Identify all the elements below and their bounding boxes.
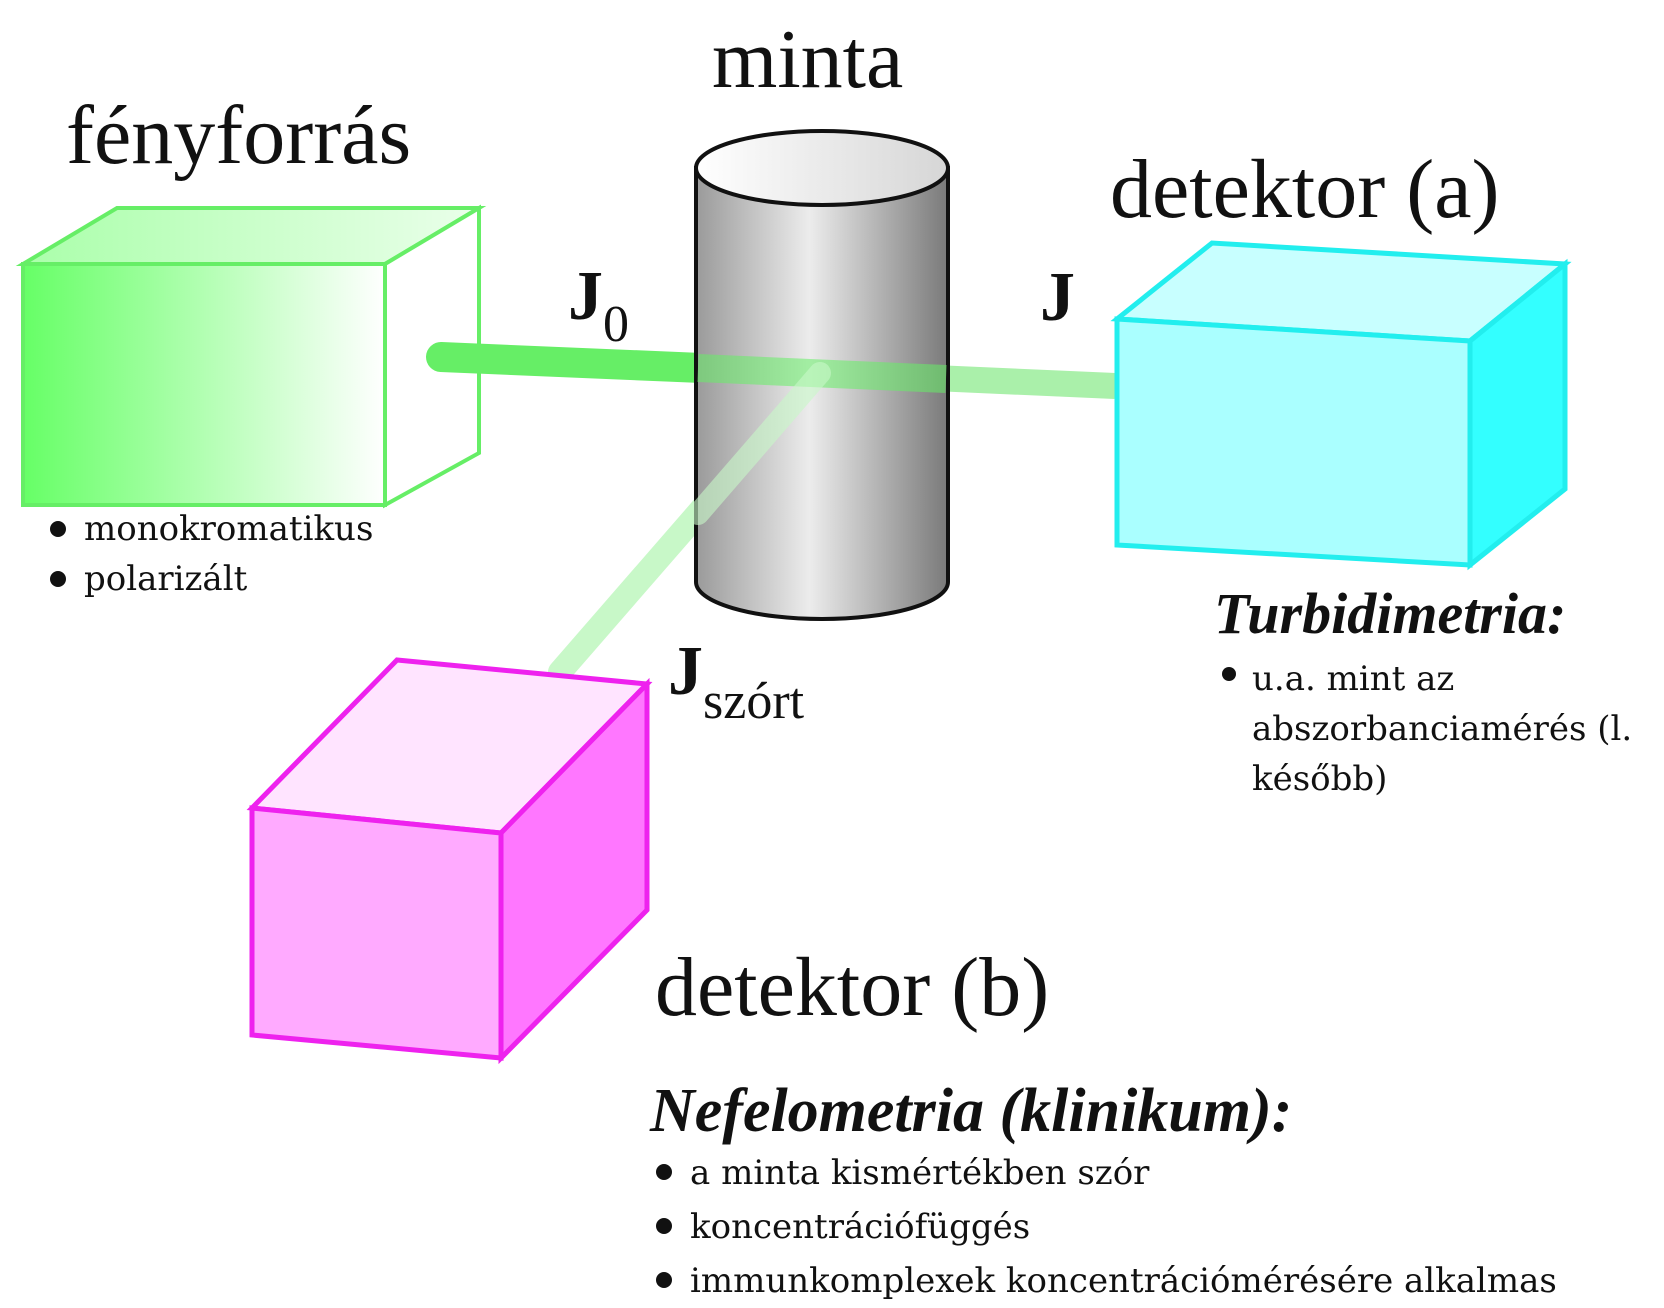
list-item: monokromatikus: [50, 504, 373, 554]
bullet-icon: [1222, 667, 1236, 681]
bullet-icon: [656, 1164, 672, 1180]
turbidimetria-list: u.a. mint az abszorbanciamérés (l. későb…: [1222, 654, 1632, 804]
bullet-icon: [50, 521, 66, 537]
list-item: u.a. mint az: [1222, 654, 1632, 704]
j0-subscript: 0: [603, 296, 629, 353]
j-scattered-subscript: szórt: [703, 673, 805, 730]
scatter-origin: [687, 362, 831, 525]
source-properties-list: monokromatikus polarizált: [50, 504, 373, 604]
list-item: koncentrációfüggés: [656, 1200, 1557, 1254]
detector-b-box: [246, 657, 653, 1065]
nefelometria-list: a minta kismértékben szór koncentrációfü…: [656, 1146, 1557, 1308]
list-item: immunkomplexek koncentrációmérésére alka…: [656, 1254, 1557, 1308]
turbidimetria-heading: Turbidimetria:: [1214, 581, 1567, 646]
j-scattered-symbol: Jszórt: [668, 637, 804, 728]
list-continuation: abszorbanciamérés (l.: [1252, 709, 1633, 749]
light-source-label: fényforrás: [66, 89, 412, 182]
bullet-icon: [656, 1272, 672, 1288]
bullet-icon: [50, 571, 66, 587]
detector-a-label: detektor (a): [1110, 143, 1500, 236]
j0-main: J: [568, 258, 603, 335]
nefelometria-heading: Nefelometria (klinikum):: [650, 1077, 1293, 1145]
j-scattered-main: J: [668, 633, 703, 710]
sample-label: minta: [712, 13, 904, 106]
sample-cylinder: [694, 129, 950, 621]
j0-symbol: J0: [568, 262, 629, 351]
bullet-icon: [656, 1218, 672, 1234]
light-source-box: [15, 204, 487, 509]
list-continuation: később): [1252, 759, 1388, 799]
detector-a-box: [1110, 240, 1572, 571]
detector-b-label: detektor (b): [655, 941, 1050, 1034]
list-item: a minta kismértékben szór: [656, 1146, 1557, 1200]
j-symbol: J: [1040, 259, 1075, 336]
list-item: polarizált: [50, 554, 373, 604]
